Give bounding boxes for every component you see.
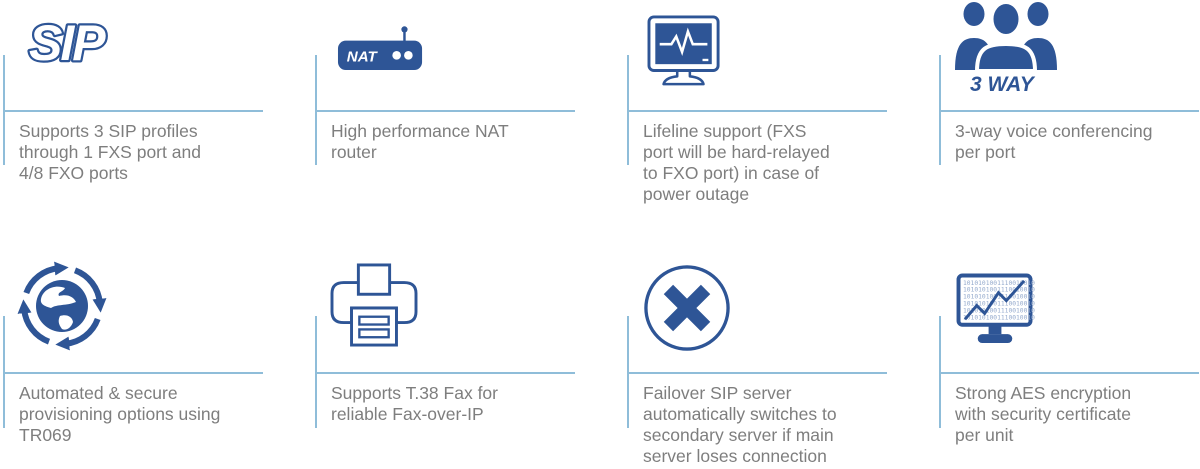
divider-horizontal xyxy=(315,372,575,374)
feature-text: High performance NAT router xyxy=(331,121,509,162)
feature-text: Automated & secure provisioning options … xyxy=(19,383,221,445)
failover-cross-icon xyxy=(643,264,731,357)
divider-horizontal xyxy=(627,110,887,112)
pulse-monitor-icon xyxy=(647,15,723,93)
feature-text: Supports 3 SIP profiles through 1 FXS po… xyxy=(19,121,201,183)
feature-text: 3-way voice conferencing per port xyxy=(955,121,1153,162)
feature-card-nat-router: NAT High performance NAT router xyxy=(315,0,579,234)
feature-card-t38-fax: Supports T.38 Fax for reliable Fax-over-… xyxy=(315,235,579,469)
divider-horizontal xyxy=(315,110,575,112)
divider-horizontal xyxy=(3,372,263,374)
divider-horizontal xyxy=(3,110,263,112)
feature-text: Lifeline support (FXS port will be hard-… xyxy=(643,121,830,204)
conference-group-icon: 3 WAY xyxy=(953,0,1059,97)
globe-sync-icon xyxy=(15,261,109,356)
feature-card-lifeline: Lifeline support (FXS port will be hard-… xyxy=(627,0,891,234)
fax-printer-icon xyxy=(329,263,419,352)
nat-label-text: NAT xyxy=(347,49,379,66)
feature-card-three-way: 3 WAY 3-way voice conferencing per port xyxy=(939,0,1200,234)
feature-card-provisioning: Automated & secure provisioning options … xyxy=(3,235,267,469)
divider-horizontal xyxy=(627,372,887,374)
sip-logo-icon: SIP xyxy=(27,12,113,75)
feature-text: Strong AES encryption with security cert… xyxy=(955,383,1132,445)
feature-text: Supports T.38 Fax for reliable Fax-over-… xyxy=(331,383,498,424)
feature-text: Failover SIP server automatically switch… xyxy=(643,383,837,466)
divider-horizontal xyxy=(939,110,1199,112)
divider-horizontal xyxy=(939,372,1199,374)
sip-logo-text: SIP xyxy=(29,15,106,70)
feature-card-sip-profiles: SIP Supports 3 SIP profiles through 1 FX… xyxy=(3,0,267,234)
nat-router-icon: NAT xyxy=(337,25,425,75)
feature-card-failover: Failover SIP server automatically switch… xyxy=(627,235,891,469)
three-way-label-text: 3 WAY xyxy=(970,73,1036,92)
